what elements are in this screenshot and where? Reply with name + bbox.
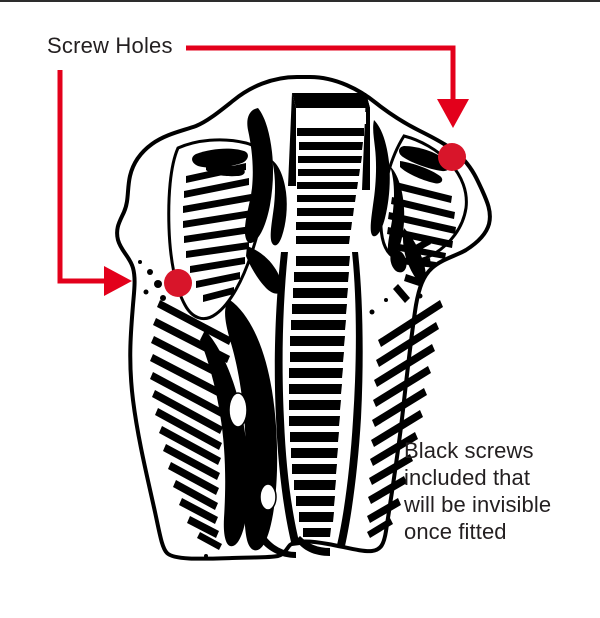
callout-line-right	[186, 45, 456, 103]
arrowhead-right-icon	[104, 266, 132, 296]
elephant-inking	[138, 93, 468, 558]
screw-hole-marker-left[interactable]	[164, 269, 192, 297]
note-line-3: will be invisible	[404, 492, 552, 517]
note-line-1: Black screws	[404, 438, 534, 463]
callout-arrow-right	[186, 45, 469, 128]
screw-hole-marker-right[interactable]	[438, 143, 466, 171]
arrowhead-down-icon	[437, 99, 469, 128]
black-screws-note: Black screws included that will be invis…	[404, 437, 594, 545]
top-divider-rule	[0, 0, 600, 2]
screw-holes-label: Screw Holes	[47, 33, 173, 58]
callout-arrow-left	[57, 70, 132, 296]
callout-line-left	[57, 70, 108, 284]
note-line-4: once fitted	[404, 519, 507, 544]
note-line-2: included that	[404, 465, 531, 490]
